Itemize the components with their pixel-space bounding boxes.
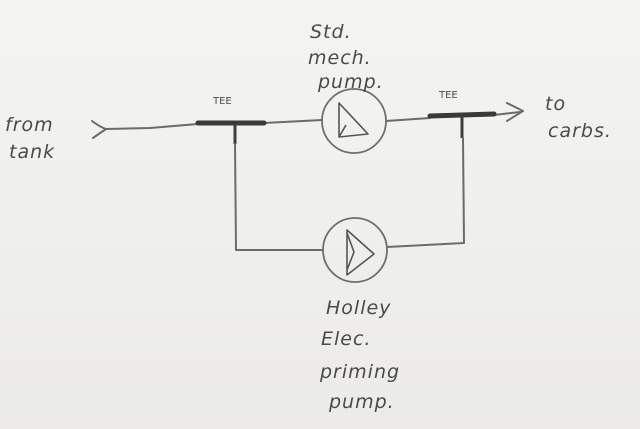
tee-right-bar xyxy=(427,111,497,119)
outlet-arrowhead xyxy=(506,102,524,122)
pipe-mech-pump-to-tee xyxy=(385,117,431,122)
pipe-tee-to-carbs xyxy=(493,111,521,116)
elec-pump-label-line-2: Elec. xyxy=(321,328,371,350)
pipe-tank-to-tee xyxy=(105,123,199,130)
elec-pump-label-line-1: Holley xyxy=(326,297,391,319)
mech-pump-label-line-3: pump. xyxy=(317,71,384,93)
mech-pump-label-line-2: mech. xyxy=(308,47,372,69)
elec-pump-circle xyxy=(322,217,388,283)
destination-label-line-2: carbs. xyxy=(548,120,612,142)
elec-pump-label-line-4: pump. xyxy=(328,391,395,413)
tee-left-label: TEE xyxy=(212,96,232,107)
tee-right-label: TEE xyxy=(438,90,458,101)
pipe-tee-to-mech-pump xyxy=(263,119,323,124)
source-label-line-1: from xyxy=(5,114,54,136)
elec-pump-symbol xyxy=(346,229,375,276)
mech-pump-symbol xyxy=(338,102,369,138)
elec-pump-label-line-3: priming xyxy=(319,361,400,383)
destination-label-line-1: to xyxy=(545,93,566,115)
bypass-pipe-right xyxy=(386,137,465,248)
mech-pump-label-line-1: Std. xyxy=(310,21,352,43)
bypass-pipe-left xyxy=(234,143,324,251)
inlet-fitting xyxy=(91,120,107,139)
mech-pump-circle xyxy=(321,88,387,154)
source-label-line-2: tank xyxy=(9,141,55,163)
